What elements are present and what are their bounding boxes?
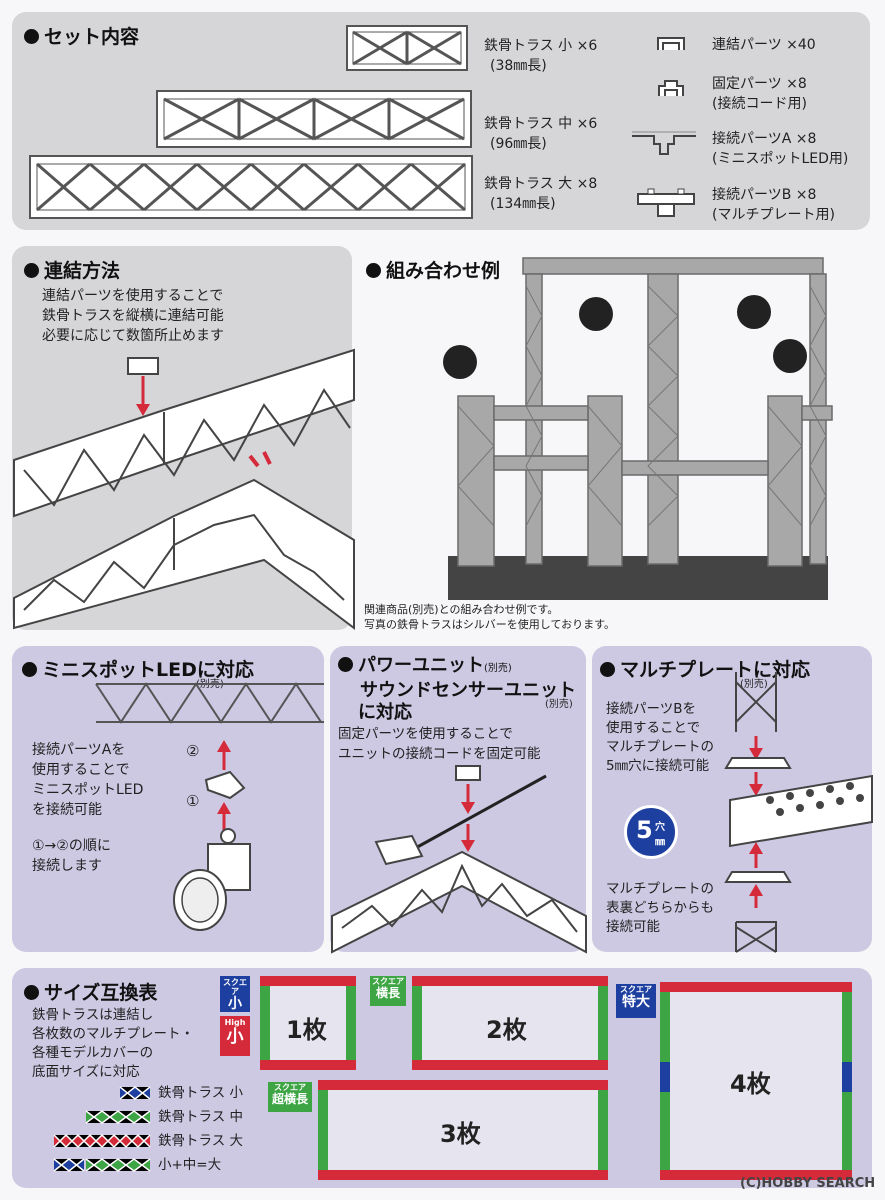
truss-small-label: 鉄骨トラス 小 ×6(38㎜長) — [484, 38, 598, 74]
step-2-label: ② — [186, 742, 200, 760]
connect-illustration — [13, 348, 355, 631]
legend-small-swatch — [119, 1086, 151, 1100]
part-a-label: 接続パーツA ×8(ミニスポットLED用) — [712, 131, 849, 167]
power-sold-separately-2: (別売) — [545, 699, 573, 710]
legend-medium-label: 鉄骨トラス 中 — [158, 1109, 244, 1125]
hole-size-badge: 5 穴 ㎜ — [624, 805, 678, 859]
size-frame-1 — [260, 976, 356, 1070]
size-frame-2 — [412, 976, 608, 1070]
legend-small-label: 鉄骨トラス 小 — [158, 1085, 244, 1101]
example-photo — [443, 257, 833, 600]
badge-square-small: スクエア小 — [220, 976, 250, 1012]
truss-medium-illustration — [156, 90, 472, 148]
badge-yokonaga: スクエア横長 — [370, 976, 406, 1006]
count-4: 4枚 — [730, 1070, 771, 1098]
power-description: 固定パーツを使用することでユニットの接続コードを固定可能 — [338, 726, 541, 762]
truss-medium-label: 鉄骨トラス 中 ×6(96㎜長) — [484, 116, 598, 152]
truss-large-label: 鉄骨トラス 大 ×8(134㎜長) — [484, 176, 598, 212]
set-contents-title: セット内容 — [24, 22, 139, 49]
badge-chouyokonaga: スクエア超横長 — [268, 1082, 312, 1112]
multi-description-2: マルチプレートの表裏どちらからも接続可能 — [606, 881, 714, 935]
connect-description: 連結パーツを使用することで鉄骨トラスを縦横に連結可能必要に応じて数箇所止めます — [42, 288, 224, 344]
truss-small-illustration — [346, 25, 468, 71]
size-frame-4 — [660, 982, 852, 1180]
size-frame-3 — [318, 1080, 608, 1180]
size-description: 鉄骨トラスは連結し各枚数のマルチプレート・各種モデルカバーの底面サイズに対応 — [32, 1007, 194, 1080]
led-title: ミニスポットLEDに対応 — [22, 655, 254, 682]
power-unit-illustration — [331, 765, 587, 954]
connector-a-icon — [632, 131, 696, 155]
badge-tokudai: スクエア特大 — [616, 984, 656, 1018]
example-notes: 関連商品(別売)との組み合わせ例です。写真の鉄骨トラスはシルバーを使用しておりま… — [364, 603, 616, 631]
legend-large-swatch — [53, 1133, 151, 1149]
part-connector-label: 連結パーツ ×40 — [712, 37, 816, 53]
legend-combo-label: 小+中=大 — [158, 1157, 222, 1173]
legend-large-label: 鉄骨トラス 大 — [158, 1133, 244, 1149]
connector-part-icon — [657, 37, 685, 50]
multi-sold-separately: (別売) — [740, 679, 768, 690]
watermark: (C)HOBBY SEARCH — [740, 1176, 876, 1191]
legend-combo-swatch — [53, 1158, 151, 1172]
connector-b-icon — [637, 188, 695, 217]
fixing-part-icon — [658, 80, 684, 96]
led-truss-illustration — [95, 682, 324, 724]
count-3: 3枚 — [440, 1120, 481, 1148]
part-fixing-label: 固定パーツ ×8(接続コード用) — [712, 76, 807, 112]
multi-plate-illustration — [724, 672, 873, 953]
spot-led-illustration — [173, 740, 251, 931]
led-order: ①→②の順に接続します — [32, 838, 111, 874]
multi-title: マルチプレートに対応 — [600, 655, 810, 682]
legend-medium-swatch — [85, 1110, 151, 1124]
size-title: サイズ互換表 — [24, 978, 157, 1005]
count-2: 2枚 — [486, 1016, 527, 1044]
power-title: パワーユニット(別売) サウンドセンサーユニット に対応 — [338, 655, 576, 724]
truss-large-illustration — [29, 155, 473, 219]
connect-title: 連結方法 — [24, 256, 120, 283]
part-b-label: 接続パーツB ×8(マルチプレート用) — [712, 187, 835, 223]
step-1-label: ① — [186, 792, 200, 810]
led-panel — [12, 646, 324, 952]
count-1: 1枚 — [286, 1016, 327, 1044]
example-title: 組み合わせ例 — [366, 256, 500, 283]
